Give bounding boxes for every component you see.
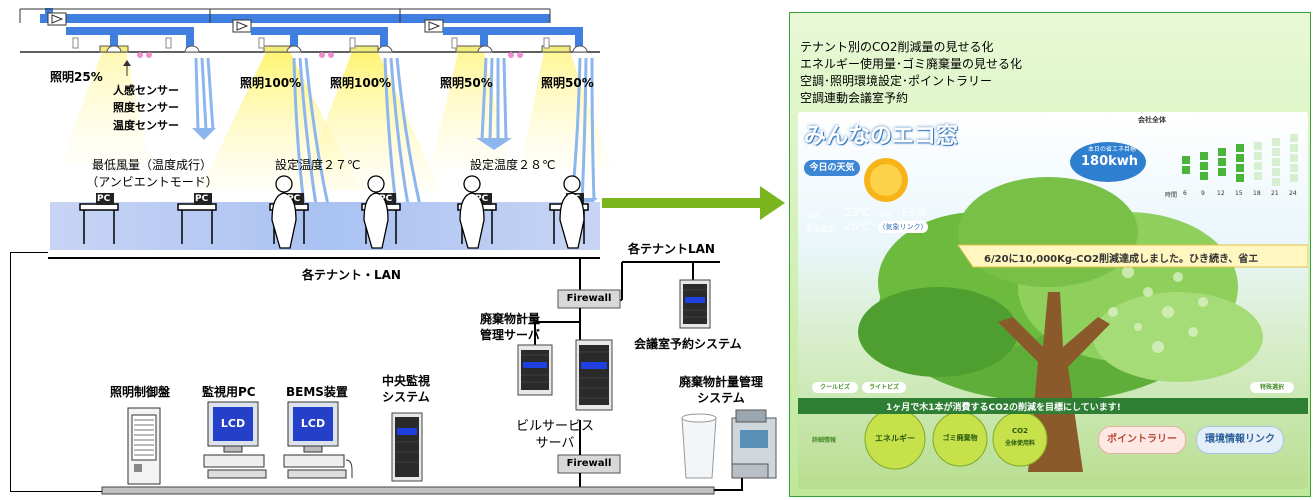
firewall-bottom (557, 454, 621, 474)
bems-device (283, 401, 353, 479)
waste-system-label-2: システム (697, 391, 745, 405)
lcd-label: LCD (220, 417, 246, 430)
server-racks (391, 279, 711, 482)
lighting-panel-label: 照明制御盤 (110, 385, 171, 399)
firewall-bottom-label: Firewall (566, 458, 612, 469)
status-title: 省エネ達成状況 (1048, 117, 1104, 126)
green-arrow (602, 186, 785, 220)
co2-usage-label: 全体使用料 (1004, 440, 1035, 447)
waste-system-label-1: 廃棄物計量管理 (678, 375, 763, 389)
firewall-top-label: Firewall (566, 293, 612, 304)
central-monitor-label-2: システム (382, 390, 430, 404)
pc-label: PC (195, 194, 209, 204)
environment-link-button[interactable]: 環境情報リンク (1196, 426, 1284, 454)
temperature-sensor-label: 温度センサー (113, 119, 179, 132)
waste-server-label-2: 管理サーバ (480, 328, 540, 342)
feature-3: 空調･照明環境設定･ポイントラリー (800, 74, 993, 88)
waste-server-label-1: 廃棄物計量 (480, 312, 541, 326)
eco-screen-art (858, 134, 1308, 472)
bems-label: BEMS装置 (286, 385, 348, 399)
office-floor (50, 202, 600, 250)
tenant-lan-label: 各テナント・LAN (302, 268, 401, 282)
status-select[interactable]: 会社全体 (1112, 115, 1192, 126)
announcement-banner (957, 244, 1308, 268)
weather-label: 今日の天気 (804, 160, 860, 176)
eco-window-screen: みんなのエコ窓 今日の天気 気温 23℃ 湿度 65% 室温設定 26℃ (気象… (798, 112, 1308, 489)
illuminance-sensor-label: 照度センサー (113, 101, 179, 114)
lighting-100-label-a: 照明100% (240, 76, 302, 90)
hour-tick: 18 (1253, 190, 1261, 197)
ambient-mode-label: （アンビエントモード） (86, 175, 218, 189)
pc-label: PC (567, 194, 581, 204)
co2-button[interactable]: CO2 (1012, 427, 1028, 435)
building-server-label-1: ビルサービス (515, 419, 594, 434)
energy-button[interactable]: エネルギー (875, 434, 915, 443)
humidity-value: 65% (902, 206, 927, 219)
hour-tick: 15 (1235, 190, 1243, 197)
target-label: 本日の省エネ目標 (1088, 146, 1137, 153)
pc-label: PC (475, 194, 489, 204)
cool-biz-button[interactable]: クールビズ (812, 382, 858, 393)
hour-tick: 24 (1289, 190, 1297, 197)
motion-sensor-label: 人感センサー (113, 84, 179, 97)
monitoring-pc (203, 401, 267, 479)
hour-tick: 6 (1183, 190, 1187, 197)
feature-4: 空調連動会議室予約 (800, 91, 909, 105)
hour-tick: 21 (1271, 190, 1279, 197)
feature-1: テナント別のCO2削減量の見せる化 (800, 40, 994, 54)
hour-tick: 9 (1201, 190, 1205, 197)
occupants (271, 175, 585, 249)
waste-button[interactable]: ゴミ廃棄物 (942, 434, 978, 442)
humidity-label: 湿度 (878, 211, 892, 219)
temp-label: 気温 (806, 211, 820, 219)
hour-tick: 12 (1217, 190, 1225, 197)
building-server-label-2: サーバ (535, 436, 575, 451)
on-track-text: 順調に推移しています! (1156, 131, 1229, 139)
goal-text: 1ヶ月で木1本が消費するCO2の削減を目標にしています! (886, 403, 1121, 413)
pc-label: PC (287, 194, 301, 204)
hours-label: 時間 (1165, 192, 1178, 199)
pc-label: PC (97, 194, 111, 204)
set-temp-28-label: 設定温度２８℃ (470, 158, 556, 172)
lighting-control-panel (127, 407, 161, 485)
room-temp-value: 26℃ (844, 220, 871, 233)
target-bubble (1070, 142, 1146, 182)
lighting-100-label-b: 照明100% (330, 76, 392, 90)
progress-bars (1182, 144, 1244, 182)
lcd-label: LCD (300, 417, 326, 430)
light-biz-button[interactable]: ライトビズ (862, 382, 906, 393)
target-value: 180kwh (1081, 154, 1139, 169)
min-airflow-label: 最低風量（温度成行） (91, 158, 212, 172)
room-temp-label: 室温設定 (806, 225, 834, 233)
announcement-text: 6/20に10,000Kg-CO2削減達成しました。ひき続き、省エ (984, 254, 1259, 265)
central-monitor-label-1: 中央監視 (381, 374, 430, 388)
eco-window-title: みんなのエコ窓 (804, 124, 959, 149)
meeting-system-label: 会議室予約システム (634, 337, 742, 351)
set-temp-27-label: 設定温度２７℃ (275, 158, 361, 172)
lighting-50-label-a: 照明50% (440, 76, 493, 90)
firewall-top (557, 289, 621, 309)
monitor-pc-label: 監視用PC (202, 385, 256, 399)
temp-value: 23℃ (844, 206, 871, 219)
lighting-50-label-b: 照明50% (541, 76, 594, 90)
tenant-lan-label-2: 各テナントLAN (628, 242, 715, 256)
control-bus (101, 486, 715, 495)
sun-icon (864, 158, 908, 202)
pc-label: PC (379, 194, 393, 204)
point-rally-button[interactable]: ポイントラリー (1098, 426, 1186, 454)
lighting-25-label: 照明25% (50, 70, 103, 84)
special-select-button[interactable]: 特殊選択 (1250, 382, 1294, 393)
detail-label: 詳細情報 (812, 437, 837, 444)
waste-terminal (681, 409, 777, 479)
feature-2: エネルギー使用量･ゴミ廃棄量の見せる化 (800, 57, 1023, 71)
air-duct (19, 8, 583, 52)
weather-link[interactable]: (気象リンク) (878, 221, 928, 233)
